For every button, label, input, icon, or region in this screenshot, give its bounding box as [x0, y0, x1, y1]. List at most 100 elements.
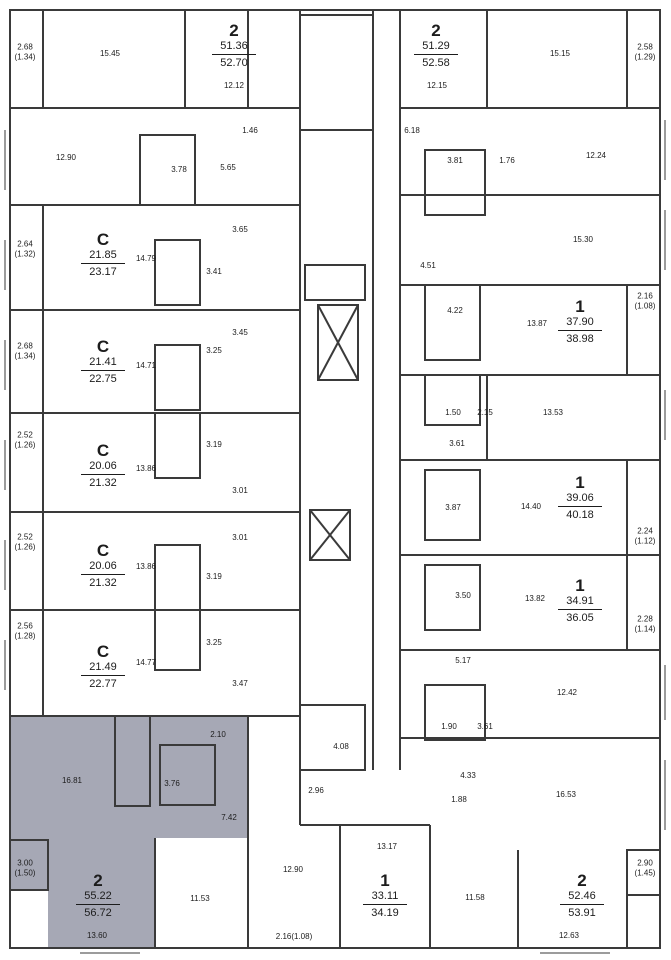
room-area: 16.81 [61, 776, 83, 785]
apartment-label[interactable]: 1 39.06 40.18 [558, 474, 602, 522]
apartment-living-area: 21.49 [89, 661, 117, 673]
area-divider [81, 474, 125, 475]
apartment-label[interactable]: 2 51.29 52.58 [414, 22, 458, 70]
balcony-area: 2.68 [17, 42, 33, 52]
room-area: 14.77 [135, 658, 157, 667]
room-area: 4.33 [460, 771, 476, 780]
apartment-label[interactable]: C 21.41 22.75 [81, 338, 125, 386]
room-area: 15.15 [549, 49, 571, 58]
balcony-reduced-area: (1.34) [14, 351, 36, 360]
apartment-type: C [96, 642, 110, 661]
room-area: 14.71 [135, 361, 157, 370]
room-area: 3.25 [206, 638, 222, 647]
bathroom [424, 469, 481, 541]
apartment-type: 1 [575, 297, 585, 316]
room-area: 2.10 [210, 730, 226, 739]
room-area: 1.46 [242, 126, 258, 135]
balcony-reduced-area: (1.14) [634, 624, 656, 633]
apartment-label[interactable]: 1 33.11 34.19 [363, 872, 407, 920]
balcony-label: 2.56(1.28) [15, 621, 36, 640]
apartment-living-area: 21.41 [89, 356, 117, 368]
room-area: 3.19 [206, 572, 222, 581]
building-outline [9, 9, 661, 949]
balcony-label: 2.68(1.34) [15, 42, 36, 61]
balcony-area: 2.56 [17, 621, 33, 631]
room-area: 13.17 [376, 842, 398, 851]
balcony-area: 2.24 [637, 526, 653, 536]
apartment-type: 2 [93, 871, 103, 890]
balcony-reduced-area: (1.08) [634, 301, 656, 310]
apartment-living-area: 39.06 [566, 492, 594, 504]
room-area: 3.45 [232, 328, 248, 337]
apartment-living-area: 51.36 [220, 40, 248, 52]
apartment-type: 1 [380, 871, 390, 890]
room-area: 3.81 [447, 156, 463, 165]
room-area: 12.24 [585, 151, 607, 160]
bathroom [159, 744, 216, 806]
area-divider [81, 675, 125, 676]
apartment-label[interactable]: 1 37.90 38.98 [558, 298, 602, 346]
room-area: 12.63 [558, 931, 580, 940]
apartment-total-area: 52.58 [422, 57, 450, 69]
apartment-label[interactable]: C 20.06 21.32 [81, 542, 125, 590]
room-area: 3.50 [455, 591, 471, 600]
bathroom [154, 412, 201, 479]
room-area: 3.47 [232, 679, 248, 688]
room-area: 13.60 [86, 931, 108, 940]
apartment-type: 1 [575, 473, 585, 492]
balcony-outline [626, 849, 661, 896]
apartment-total-area: 52.70 [220, 57, 248, 69]
bathroom [114, 715, 151, 807]
area-divider [81, 263, 125, 264]
apartment-label[interactable]: 2 51.36 52.70 [212, 22, 256, 70]
apartment-label[interactable]: 1 34.91 36.05 [558, 577, 602, 625]
apartment-type: 2 [229, 21, 239, 40]
balcony-label: 2.52(1.26) [15, 532, 36, 551]
apartment-label[interactable]: C 21.49 22.77 [81, 643, 125, 691]
bathroom [424, 564, 481, 631]
apartment-type: C [96, 541, 110, 560]
room-area: 1.50 [445, 408, 461, 417]
apartment-total-area: 22.75 [89, 373, 117, 385]
apartment-type: 2 [431, 21, 441, 40]
bathroom [139, 134, 196, 206]
bathroom [424, 284, 481, 361]
balcony-label: 2.16(1.08) [275, 932, 313, 941]
bathroom [154, 544, 201, 611]
balcony-label: 2.64(1.32) [15, 239, 36, 258]
apartment-living-area: 51.29 [422, 40, 450, 52]
balcony-reduced-area: (1.34) [14, 52, 36, 61]
bathroom [424, 149, 486, 216]
apartment-living-area: 20.06 [89, 460, 117, 472]
balcony-reduced-area: (1.50) [14, 868, 36, 877]
room-area: 13.86 [135, 562, 157, 571]
room-area: 6.18 [404, 126, 420, 135]
room-area: 3.61 [449, 439, 465, 448]
apartment-label[interactable]: C 21.85 23.17 [81, 231, 125, 279]
apartment-label[interactable]: C 20.06 21.32 [81, 442, 125, 490]
balcony-label: 2.58(1.29) [635, 42, 656, 61]
area-divider [363, 904, 407, 905]
balcony-reduced-area: (1.26) [14, 440, 36, 449]
apartment-total-area: 40.18 [566, 509, 594, 521]
apartment-total-area: 53.91 [568, 907, 596, 919]
area-divider [76, 904, 120, 905]
apartment-label-highlighted[interactable]: 2 55.22 56.72 [76, 872, 120, 920]
apartment-total-area: 23.17 [89, 266, 117, 278]
room-area: 5.65 [220, 163, 236, 172]
balcony-area: 2.68 [17, 341, 33, 351]
area-divider [414, 54, 458, 55]
balcony-reduced-area: (1.28) [14, 631, 36, 640]
bathroom [424, 374, 481, 426]
balcony-area: 3.00 [17, 858, 33, 868]
area-divider [81, 574, 125, 575]
apartment-label[interactable]: 2 52.46 53.91 [560, 872, 604, 920]
apartment-type: C [96, 441, 110, 460]
room-area: 3.76 [164, 779, 180, 788]
balcony-reduced-area: (1.45) [634, 868, 656, 877]
room-area: 3.19 [206, 440, 222, 449]
area-divider [558, 330, 602, 331]
apartment-living-area: 34.91 [566, 595, 594, 607]
room-area: 12.90 [282, 865, 304, 874]
room-area: 11.53 [190, 894, 210, 903]
